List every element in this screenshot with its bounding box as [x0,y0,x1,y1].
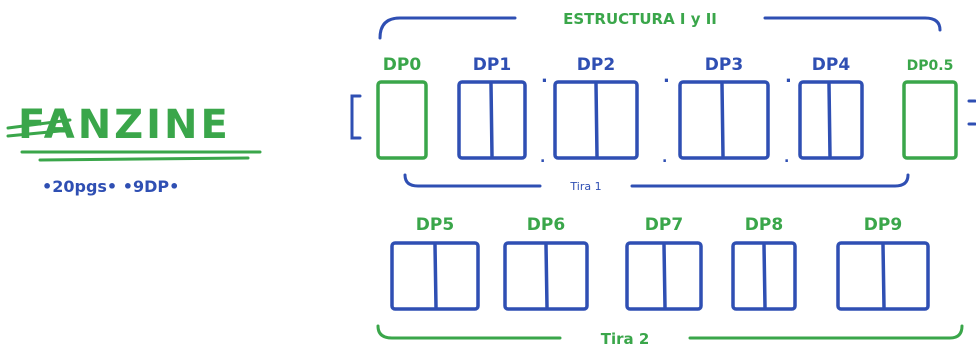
spread-frame [678,80,770,160]
spread-frame [731,241,797,311]
spread-frame [390,241,480,311]
spread-fold-line [544,243,549,309]
row-1-dot-1: . [541,66,548,87]
spread-label: DP8 [745,215,783,235]
spread-dp4: DP4 [798,55,864,160]
strip-2-bracket: Tira 2 [376,324,964,347]
spread-dp5: DP5 [390,215,480,311]
spread-dp0: DP0 [376,55,428,160]
spread-dp0-5: DP0.5 [902,58,958,160]
spread-dp7: DP7 [625,215,703,311]
title-strike-upper [6,118,72,130]
spread-label: DP7 [645,215,683,235]
row-1-dot-3: . [785,66,792,87]
spread-dp9: DP9 [836,215,930,311]
row-1-open-bracket [350,94,362,140]
spread-label: DP3 [705,55,743,75]
strip-1-label: Tira 1 [569,180,601,193]
spread-fold-line [489,82,494,158]
spread-label: DP4 [812,55,851,75]
spread-dp1: DP1 [457,55,527,160]
spread-fold-line [662,243,667,309]
spread-fold-line [827,82,832,158]
spread-label: DP1 [473,55,511,75]
spread-frame [836,241,930,311]
spread-fold-line [594,82,599,158]
structure-bracket-right-arm [763,16,942,32]
spread-label: DP0 [383,55,422,75]
structure-label: ESTRUCTURA I y II [563,10,717,28]
row-1-dot-2: . [663,66,670,87]
spread-frame [376,80,428,160]
spread-label: DP9 [864,215,902,235]
strip-2-bracket-left-arm [376,324,562,340]
spread-frame [457,80,527,160]
spread-fold-line [433,243,438,309]
strip-2-label: Tira 2 [601,330,650,347]
spread-fold-line [720,82,725,158]
spread-frame [902,80,958,160]
row-1-spreads: DP0 DP1 DP2 DP3 DP4 DP0.5 [376,55,958,160]
strip-1-bracket: Tira 1 [403,173,910,193]
strip-2-bracket-right-arm [688,324,964,340]
spread-label: DP0.5 [907,58,954,74]
structure-bracket-left-arm [378,16,517,40]
strip-1-bracket-left-arm [403,173,542,188]
spread-label: DP5 [416,215,454,235]
row-1-extras: . . . . . . [350,66,976,166]
row-1-dot-4: . [540,150,545,166]
title-strike-lower [6,128,72,138]
row-2-spreads: DP5 DP6 DP7 DP8 DP9 [390,215,930,311]
row-1-dot-5: . [662,150,667,166]
spread-frame [503,241,589,311]
strip-1-bracket-right-arm [630,173,910,188]
title-underline-2 [38,156,250,162]
title-block: FANZINE •20pgs• •9DP• [6,102,262,196]
spread-label: DP6 [527,215,565,235]
spread-label: DP2 [577,55,615,75]
spread-dp2: DP2 [553,55,639,160]
spread-fold-line [762,243,767,309]
spread-dp6: DP6 [503,215,589,311]
fanzine-title: FANZINE [18,102,231,148]
spread-frame [553,80,639,160]
structure-bracket: ESTRUCTURA I y II [378,10,942,40]
spread-frame [798,80,864,160]
fanzine-subtitle: •20pgs• •9DP• [42,177,179,196]
spread-frame [625,241,703,311]
spread-dp8: DP8 [731,215,797,311]
spread-dp3: DP3 [678,55,770,160]
spread-fold-line [881,243,886,309]
row-1-dot-6: . [784,150,789,166]
